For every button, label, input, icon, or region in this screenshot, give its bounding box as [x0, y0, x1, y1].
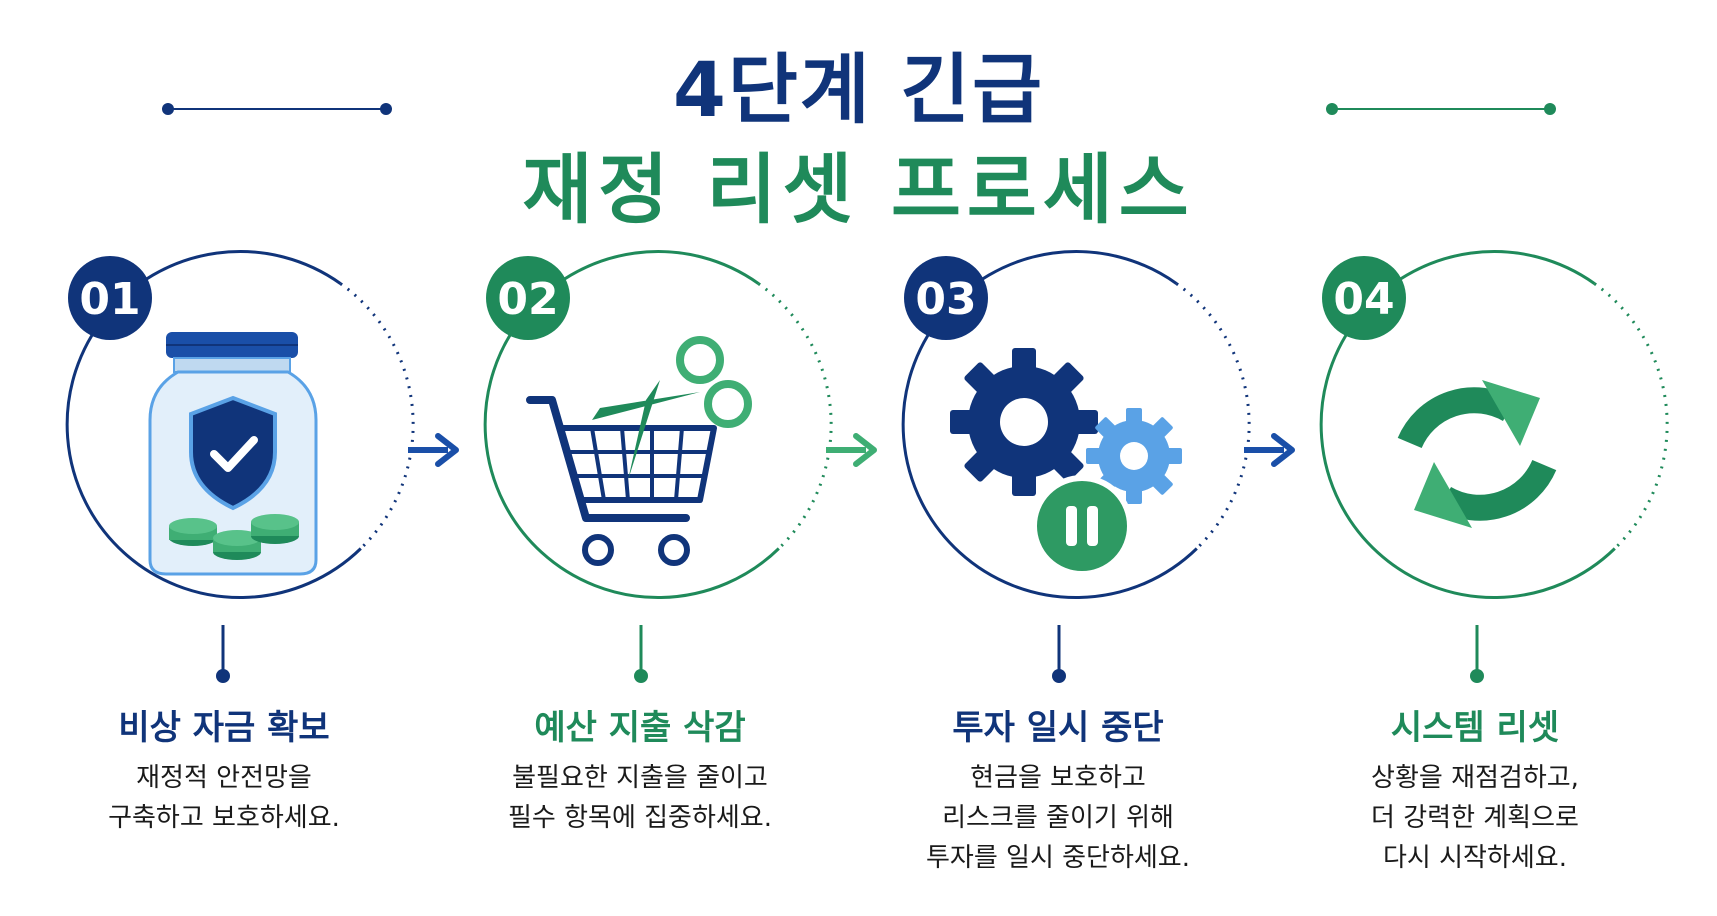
step-3: 03: [901, 250, 1251, 683]
step-2: 02: [483, 250, 833, 683]
step-3-description: 현금을 보호하고 리스크를 줄이기 위해 투자를 일시 중단하세요.: [858, 758, 1258, 878]
step-2-desc-line: 불필요한 지출을 줄이고: [512, 763, 768, 793]
step-1-badge: [68, 256, 152, 340]
arrow-right-icon: [1244, 433, 1295, 467]
step-4-desc-line: 상황을 재점검하고,: [1371, 763, 1579, 793]
gears-pause-icon: [950, 348, 1182, 577]
step-1-desc-line: 재정적 안전망을: [136, 763, 312, 793]
step-1-dot: [216, 669, 230, 683]
step-3-circle-dotted: [1175, 282, 1251, 550]
step-1-circle: [65, 250, 362, 599]
page-title-line-2: 재정 리셋 프로세스: [522, 145, 1195, 234]
step-4-number: 04: [1333, 274, 1394, 325]
step-2-circle: [483, 250, 780, 599]
step-1-title: 비상 자금 확보: [118, 708, 330, 748]
step-3-circle: [901, 250, 1198, 599]
step-2-title: 예산 지출 삭감: [534, 708, 746, 748]
step-4-title: 시스템 리셋: [1390, 708, 1560, 748]
step-4-dot: [1470, 669, 1484, 683]
step-1-number: 01: [79, 274, 140, 325]
title-divider-right: [1326, 103, 1556, 115]
step-4-desc-line: 다시 시작하세요.: [1383, 843, 1567, 873]
step-3-desc-line: 현금을 보호하고: [970, 763, 1146, 793]
step-2-desc-line: 필수 항목에 집중하세요.: [508, 803, 772, 833]
step-3-badge: [904, 256, 988, 340]
step-4-desc-line: 더 강력한 계획으로: [1371, 803, 1579, 833]
step-2-circle-dotted: [757, 282, 833, 550]
step-3-number: 03: [915, 274, 976, 325]
step-3-title: 투자 일시 중단: [952, 708, 1164, 748]
step-3-dot: [1052, 669, 1066, 683]
page-title-line-1: 4단계 긴급: [672, 45, 1045, 134]
step-4-description: 상황을 재점검하고, 더 강력한 계획으로 다시 시작하세요.: [1275, 758, 1675, 878]
title-divider-left: [162, 103, 392, 115]
step-2-dot: [634, 669, 648, 683]
arrow-right-icon: [826, 433, 877, 467]
step-2-badge: [486, 256, 570, 340]
arrow-right-icon: [408, 433, 459, 467]
step-1-circle-dotted: [339, 282, 415, 550]
step-4: 04: [1319, 250, 1669, 683]
step-4-badge: [1322, 256, 1406, 340]
shield-check-jar-icon: [148, 332, 318, 576]
step-1-description: 재정적 안전망을 구축하고 보호하세요.: [24, 758, 424, 838]
step-4-circle-dotted: [1593, 282, 1669, 550]
step-3-desc-line: 리스크를 줄이기 위해: [942, 803, 1174, 833]
step-1-desc-line: 구축하고 보호하세요.: [108, 803, 340, 833]
step-1: 01: [65, 250, 415, 683]
step-2-description: 불필요한 지출을 줄이고 필수 항목에 집중하세요.: [440, 758, 840, 838]
step-3-desc-line: 투자를 일시 중단하세요.: [926, 843, 1190, 873]
shopping-cart-scissors-icon: [526, 336, 752, 566]
step-4-circle: [1319, 250, 1616, 599]
refresh-cycle-icon: [1397, 380, 1557, 528]
step-2-number: 02: [497, 274, 558, 325]
